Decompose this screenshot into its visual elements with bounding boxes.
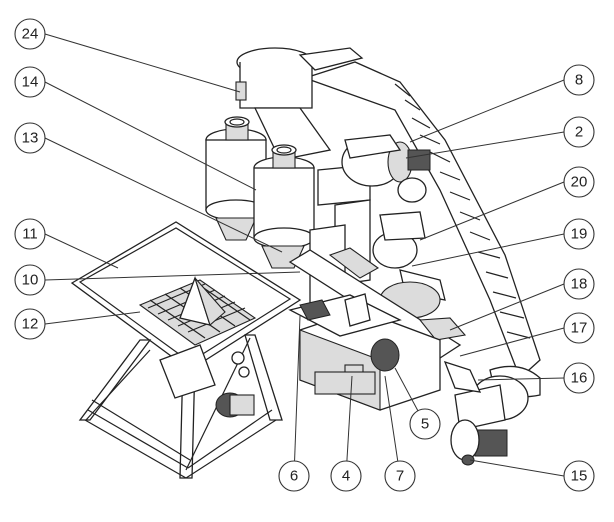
callout-5: 5 [409, 408, 441, 440]
callout-11: 11 [14, 218, 46, 250]
callout-6: 6 [278, 460, 310, 492]
callout-10: 10 [14, 264, 46, 296]
support-stand [78, 334, 283, 479]
callout-14: 14 [14, 66, 46, 98]
callout-label: 24 [22, 26, 39, 43]
callout-label: 14 [22, 74, 39, 91]
callout-label: 12 [22, 316, 39, 333]
callout-label: 17 [571, 320, 588, 337]
leader-lines [44, 33, 565, 477]
callout-16: 16 [563, 362, 595, 394]
callout-label: 2 [575, 124, 583, 141]
callout-label: 4 [342, 468, 350, 485]
callout-7: 7 [384, 460, 416, 492]
callout-20: 20 [563, 166, 595, 198]
callout-label: 7 [396, 468, 404, 485]
cyclone-filter-right [253, 144, 315, 269]
middle-fan-assembly [372, 211, 446, 319]
base-machine [288, 293, 441, 411]
callout-label: 8 [575, 72, 583, 89]
callout-label: 13 [22, 130, 39, 147]
callout-label: 16 [571, 370, 588, 387]
callout-4: 4 [330, 460, 362, 492]
lower-fan-motor [443, 360, 529, 466]
callout-label: 6 [290, 468, 298, 485]
inclined-flex-duct [302, 61, 541, 398]
callout-label: 10 [22, 272, 39, 289]
callout-label: 11 [22, 226, 38, 243]
callout-2: 2 [563, 116, 595, 148]
callout-12: 12 [14, 308, 46, 340]
callout-label: 15 [571, 468, 588, 485]
hopper-stand [70, 221, 302, 479]
callout-15: 15 [563, 460, 595, 492]
callout-13: 13 [14, 122, 46, 154]
callout-18: 18 [563, 268, 595, 300]
callout-label: 18 [571, 276, 588, 293]
callout-24: 24 [14, 18, 46, 50]
callout-label: 5 [421, 416, 429, 433]
callout-8: 8 [563, 64, 595, 96]
callout-19: 19 [563, 218, 595, 250]
top-fan-assembly [341, 134, 431, 203]
callout-17: 17 [563, 312, 595, 344]
callout-label: 19 [571, 226, 588, 243]
callout-label: 20 [571, 174, 588, 191]
